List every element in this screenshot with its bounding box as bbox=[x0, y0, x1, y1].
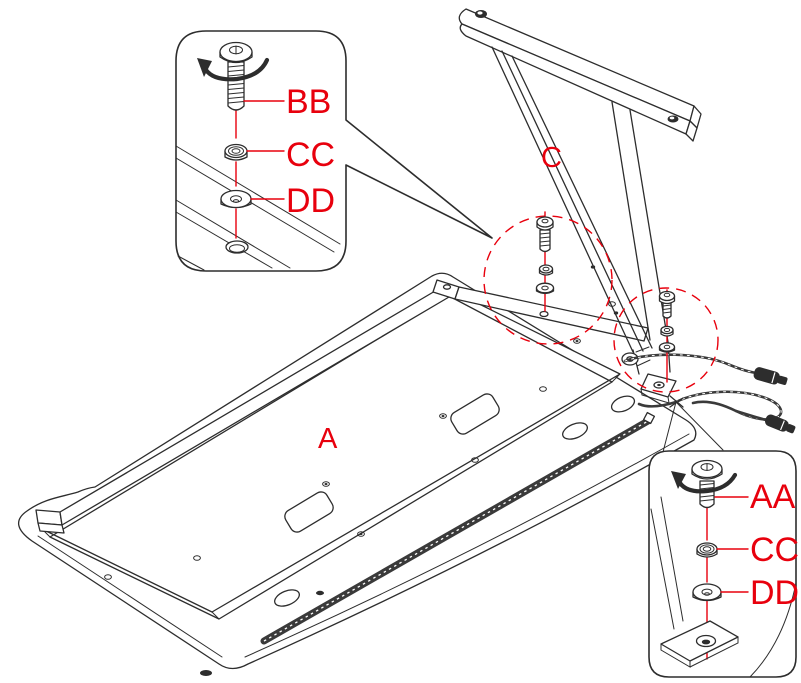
support-rail-top bbox=[432, 279, 649, 342]
bolt-bb-large-icon bbox=[197, 41, 270, 111]
rotation-arrow-icon bbox=[203, 57, 270, 82]
nut-cc-large-icon bbox=[224, 143, 248, 161]
panel-oval-hole bbox=[274, 589, 300, 607]
callout-bottom-right: AA CC DD bbox=[648, 450, 799, 678]
callout-leader-line bbox=[662, 401, 677, 453]
callout-label-dd: DD bbox=[286, 182, 335, 220]
callout-top-left: BB CC DD bbox=[175, 30, 493, 272]
rotation-arrow-icon bbox=[677, 472, 738, 494]
callout-label-cc: CC bbox=[750, 531, 799, 569]
leg-part-label: C bbox=[541, 142, 562, 174]
surface-hole bbox=[225, 240, 249, 254]
washer-dd-large-icon bbox=[220, 189, 252, 209]
assembly-circle-left bbox=[483, 215, 613, 345]
cable-connector bbox=[765, 414, 796, 434]
strut-pivot-screw bbox=[613, 311, 619, 315]
magnified-bracket bbox=[660, 620, 739, 668]
magnified-surface-lines bbox=[175, 145, 341, 271]
panel-oval-hole bbox=[562, 422, 588, 440]
leg-strut-left bbox=[491, 46, 653, 353]
power-cable bbox=[623, 353, 788, 385]
fastener-stack-right bbox=[658, 290, 676, 353]
panel-slot bbox=[450, 393, 500, 435]
fastener-stack-left bbox=[535, 216, 555, 295]
leg-strut-right bbox=[611, 101, 669, 343]
cable-knot bbox=[669, 395, 684, 408]
callout-leader-line bbox=[675, 401, 724, 451]
bracket-hole bbox=[653, 381, 665, 389]
cable-connector bbox=[753, 367, 788, 385]
panel-dark-hole bbox=[200, 670, 212, 676]
callout-label-aa: AA bbox=[750, 478, 796, 516]
cables bbox=[623, 353, 796, 434]
loop-cable bbox=[637, 390, 796, 434]
tabletop-part-label: A bbox=[318, 423, 338, 455]
tabletop-panel bbox=[18, 272, 697, 676]
washer-dd-large-icon bbox=[692, 583, 722, 602]
magnified-strut-lines bbox=[650, 496, 684, 630]
panel-oval-hole bbox=[610, 395, 636, 413]
nut-cc-large-icon bbox=[696, 542, 718, 558]
strut-pivot-screw bbox=[590, 265, 596, 269]
rail-cap-hole bbox=[442, 284, 452, 290]
bolt-aa-large-icon bbox=[671, 459, 738, 509]
support-rail-left bbox=[35, 283, 450, 534]
bolt-target-hole bbox=[539, 310, 549, 318]
screw-holes bbox=[104, 301, 616, 676]
tabletop-edge-line bbox=[37, 535, 223, 658]
callout-bubble bbox=[175, 30, 493, 272]
panel-dark-hole bbox=[316, 590, 324, 596]
callout-label-dd: DD bbox=[750, 574, 799, 612]
bolt-aa-icon bbox=[662, 302, 672, 319]
slide-rail bbox=[260, 411, 656, 645]
callout-label-bb: BB bbox=[286, 83, 331, 121]
magnified-corner-arc bbox=[749, 582, 797, 678]
callout-bubble bbox=[648, 450, 797, 678]
leg-foot-bar bbox=[458, 8, 702, 142]
callout-label-cc: CC bbox=[286, 136, 335, 174]
assembly-circle-right bbox=[613, 287, 719, 393]
panel-slot bbox=[284, 491, 334, 533]
tabletop-edge-line bbox=[244, 433, 690, 658]
